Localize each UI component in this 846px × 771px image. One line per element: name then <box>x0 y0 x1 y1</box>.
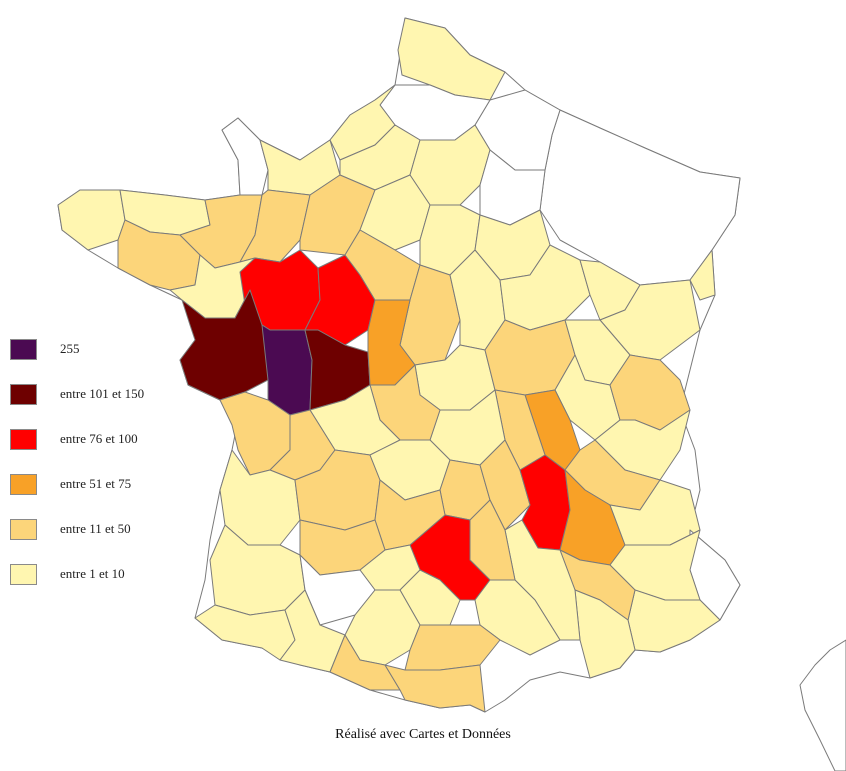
legend-swatch-101-150 <box>10 383 37 405</box>
legend: 255 entre 101 et 150 entre 76 et 100 ent… <box>10 338 144 608</box>
dept-pyrenees-orientales <box>384 664 486 713</box>
legend-swatch-51-75 <box>10 473 37 495</box>
legend-item: entre 76 et 100 <box>10 428 144 450</box>
dept-gironde <box>219 449 301 546</box>
legend-item: entre 101 et 150 <box>10 383 144 405</box>
dept-bouches-du-rhone <box>574 589 636 679</box>
legend-label: 255 <box>60 341 80 356</box>
legend-label: entre 101 et 150 <box>60 386 145 401</box>
legend-item: entre 11 et 50 <box>10 518 144 540</box>
dept-pyrenees-atlantiques <box>194 604 296 661</box>
legend-swatch-255 <box>10 338 37 360</box>
dept-finistere <box>57 189 126 251</box>
credit-text: Réalisé avec Cartes et Données <box>335 727 511 742</box>
corsica-outline <box>799 639 846 771</box>
dept-vendee <box>179 289 271 401</box>
legend-swatch-11-50 <box>10 518 37 540</box>
legend-item: entre 51 et 75 <box>10 473 144 495</box>
legend-item: 255 <box>10 338 144 360</box>
legend-label: entre 11 et 50 <box>60 521 131 536</box>
legend-swatch-1-10 <box>10 563 37 585</box>
dept-haut-rhin <box>689 249 716 301</box>
legend-label: entre 1 et 10 <box>60 566 125 581</box>
legend-label: entre 51 et 75 <box>60 476 132 491</box>
legend-item: entre 1 et 10 <box>10 563 144 585</box>
dept-manche <box>221 117 269 196</box>
legend-swatch-76-100 <box>10 428 37 450</box>
legend-label: entre 76 et 100 <box>60 431 138 446</box>
